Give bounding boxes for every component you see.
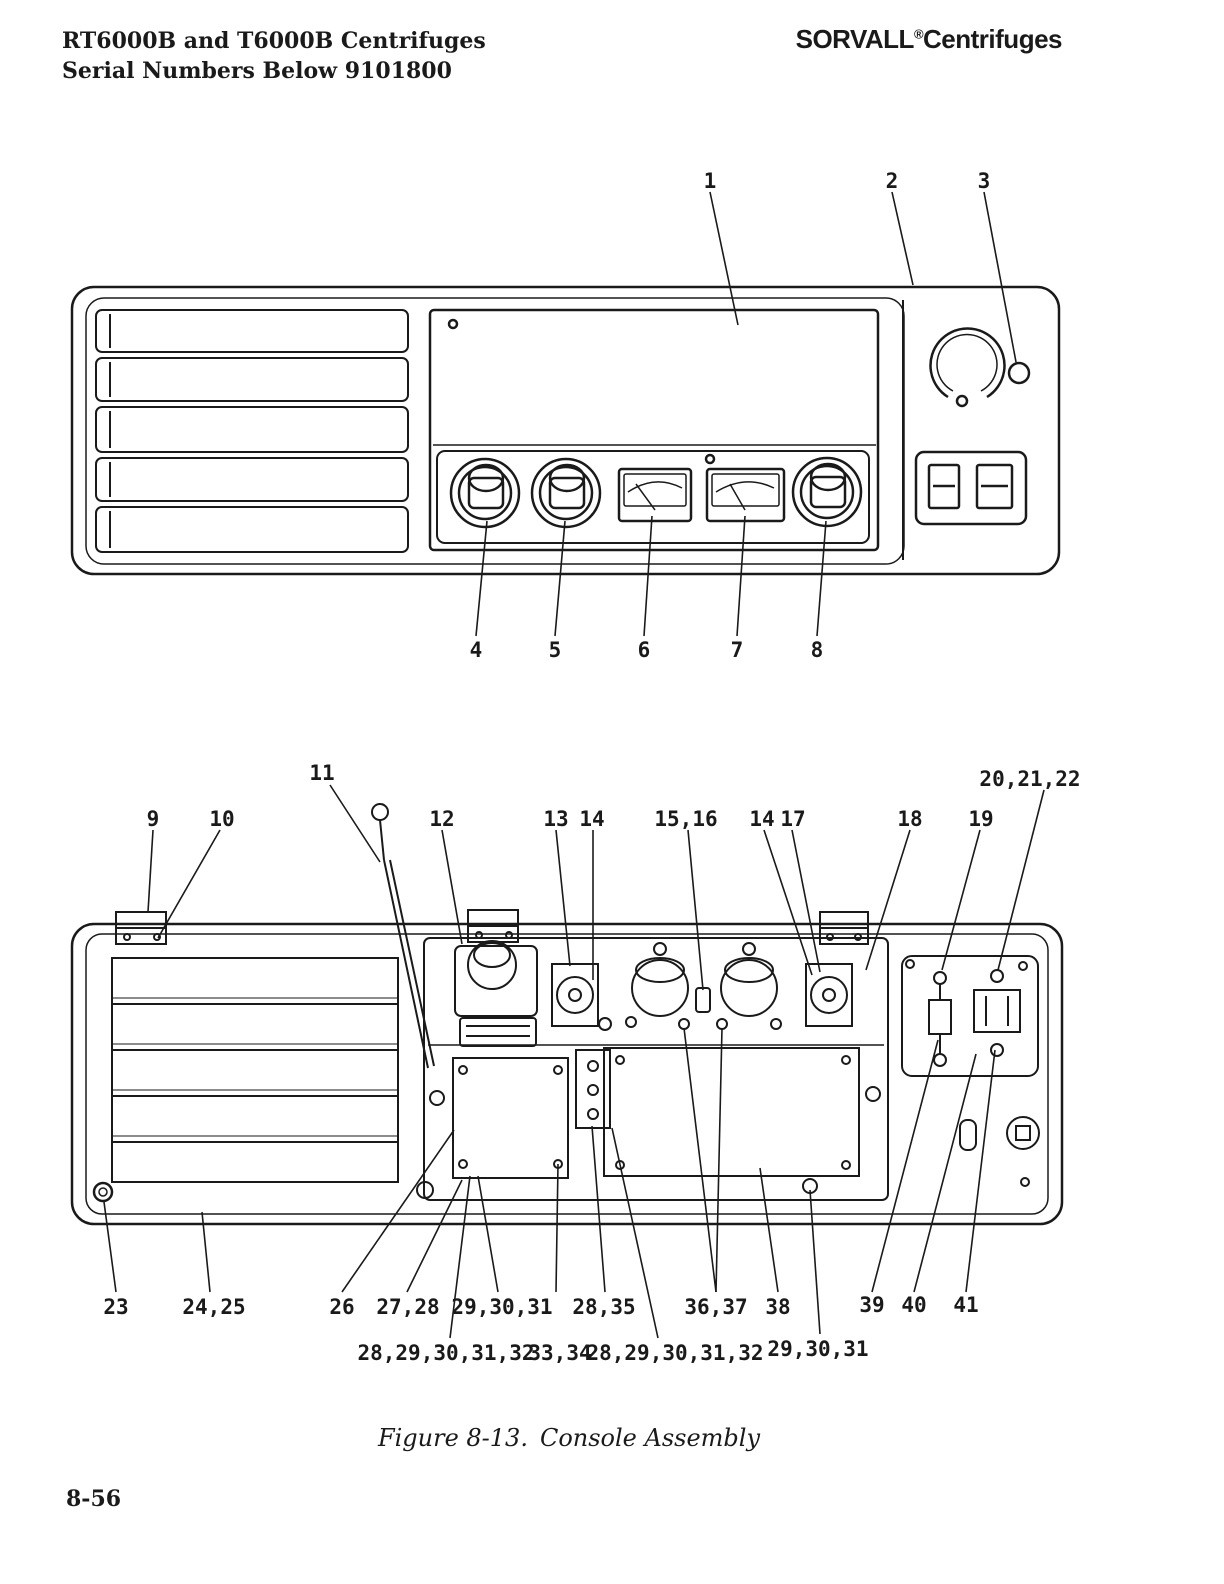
callout-label: 14 — [579, 807, 604, 831]
potentiometer-icon — [806, 964, 852, 1026]
rear-vent-grille — [112, 958, 398, 1182]
callout-label: 28,35 — [572, 1295, 635, 1319]
meter-right-icon — [707, 469, 784, 521]
callout-label: 29,30,31 — [451, 1295, 552, 1319]
control-panel — [430, 310, 878, 550]
callout-label: 2 — [886, 169, 899, 193]
callout-label: 27,28 — [376, 1295, 439, 1319]
ground-wire-icon — [372, 804, 444, 1105]
circuit-board-icon — [604, 1048, 859, 1176]
power-socket-icon — [960, 1117, 1039, 1150]
hinge-icon — [820, 912, 868, 944]
rocker-switches-icon — [916, 452, 1026, 524]
callout-label: 19 — [968, 807, 993, 831]
callout-label: 1 — [704, 169, 717, 193]
callout-label: 41 — [953, 1293, 978, 1317]
figure-title: Console Assembly — [540, 1424, 760, 1452]
capacitor-icon — [721, 943, 777, 1016]
figure-number: Figure 8-13. — [378, 1424, 528, 1452]
panel-screw-icon — [449, 320, 457, 328]
callout-label: 24,25 — [182, 1295, 245, 1319]
panel-screw-icon — [706, 455, 714, 463]
figure-caption: Figure 8-13. Console Assembly — [0, 1424, 1150, 1452]
callout-label: 33,34 — [528, 1341, 591, 1365]
timer-dial-icon — [931, 329, 1005, 406]
vent-grille — [96, 310, 408, 552]
callout-label: 9 — [147, 807, 160, 831]
meter-left-icon — [619, 469, 691, 521]
callout-label: 26 — [329, 1295, 354, 1319]
knob-middle-icon — [532, 459, 600, 527]
potentiometer-icon — [552, 964, 598, 1026]
callout-label: 10 — [209, 807, 234, 831]
callout-label: 17 — [780, 807, 805, 831]
callout-label: 4 — [470, 638, 483, 662]
callout-label: 29,30,31 — [767, 1337, 868, 1361]
callout-label: 20,21,22 — [979, 767, 1080, 791]
callout-label: 36,37 — [684, 1295, 747, 1319]
callout-label: 15,16 — [654, 807, 717, 831]
callout-label: 18 — [897, 807, 922, 831]
page-number: 8-56 — [66, 1486, 121, 1512]
callout-label: 23 — [103, 1295, 128, 1319]
grommet-icon — [94, 1183, 112, 1201]
callout-label: 13 — [543, 807, 568, 831]
callout-label: 5 — [549, 638, 562, 662]
callout-label: 38 — [765, 1295, 790, 1319]
callout-label: 8 — [811, 638, 824, 662]
callout-label: 40 — [901, 1293, 926, 1317]
hinge-icon — [116, 912, 166, 944]
callout-label: 7 — [731, 638, 744, 662]
console-front-view — [72, 287, 1059, 574]
callout-label: 6 — [638, 638, 651, 662]
callout-label: 14 — [749, 807, 774, 831]
callout-label: 28,29,30,31,32 — [586, 1341, 763, 1365]
callout-label: 39 — [859, 1293, 884, 1317]
callout-label: 12 — [429, 807, 454, 831]
callout-label: 3 — [978, 169, 991, 193]
callout-label: 28,29,30,31,32 — [357, 1341, 534, 1365]
fuse-holder-icon — [929, 972, 951, 1066]
toggle-switch-icon — [696, 988, 710, 1012]
knob-left-icon — [451, 459, 519, 527]
indicator-lamp-icon — [1009, 363, 1029, 383]
circuit-board-icon — [453, 1058, 568, 1178]
circuit-breaker-icon — [974, 970, 1020, 1056]
relay-icon — [455, 941, 537, 1046]
capacitor-icon — [632, 943, 688, 1016]
knob-right-icon — [793, 458, 861, 526]
console-rear-view — [72, 804, 1062, 1224]
callout-label: 11 — [309, 761, 334, 785]
